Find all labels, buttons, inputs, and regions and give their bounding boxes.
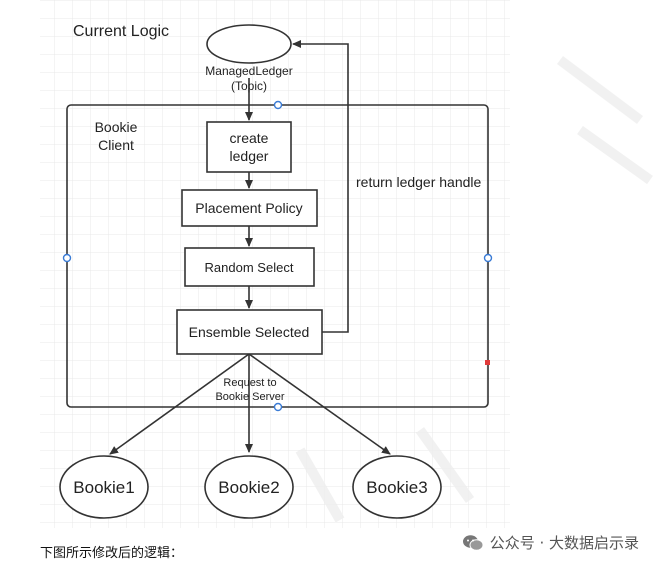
create-ledger-label-1: create <box>230 130 269 146</box>
random-select-label: Random Select <box>205 260 294 275</box>
managed-ledger-node[interactable] <box>206 24 292 64</box>
return-ledger-handle-path <box>292 40 349 333</box>
caption-text: 下图所示修改后的逻辑： <box>40 546 184 561</box>
random-select-box[interactable] <box>184 247 315 287</box>
bookie-client-label: Bookie <box>95 119 138 135</box>
box-handle-red[interactable] <box>485 360 490 365</box>
box-handle-bottom[interactable] <box>273 402 283 412</box>
bookie2-node[interactable] <box>204 455 294 519</box>
box-handle-left[interactable] <box>62 253 72 263</box>
arrow-to-bookie1 <box>109 353 250 455</box>
bookie3-label: Bookie3 <box>366 478 427 497</box>
arrow-to-bookie3 <box>248 353 391 455</box>
bookie3-node[interactable] <box>352 455 442 519</box>
placement-policy-label: Placement Policy <box>195 200 302 216</box>
box-handle-top[interactable] <box>273 100 283 110</box>
bookie1-node[interactable] <box>59 455 149 519</box>
request-label-1: Request to <box>223 377 276 389</box>
diagram-title: Current Logic <box>73 23 169 40</box>
watermark-strokes <box>295 56 653 523</box>
watermark: 公众号 · 大数据启示录 <box>462 532 639 553</box>
return-ledger-handle-label: return ledger handle <box>356 174 482 190</box>
bookie1-label: Bookie1 <box>73 478 134 497</box>
bookie2-label: Bookie2 <box>218 478 279 497</box>
bookie-client-sublabel: Client <box>98 137 134 153</box>
placement-policy-box[interactable] <box>181 189 318 227</box>
create-ledger-label-2: ledger <box>230 148 269 164</box>
wechat-icon <box>462 534 484 551</box>
managed-ledger-label: ManagedLedger <box>205 64 292 78</box>
ensemble-selected-label: Ensemble Selected <box>189 324 310 340</box>
watermark-text: 公众号 · 大数据启示录 <box>489 534 639 552</box>
box-handle-right[interactable] <box>483 253 493 263</box>
managed-ledger-sublabel: (Topic) <box>231 79 267 93</box>
request-label-2: Bookie Server <box>215 391 284 403</box>
